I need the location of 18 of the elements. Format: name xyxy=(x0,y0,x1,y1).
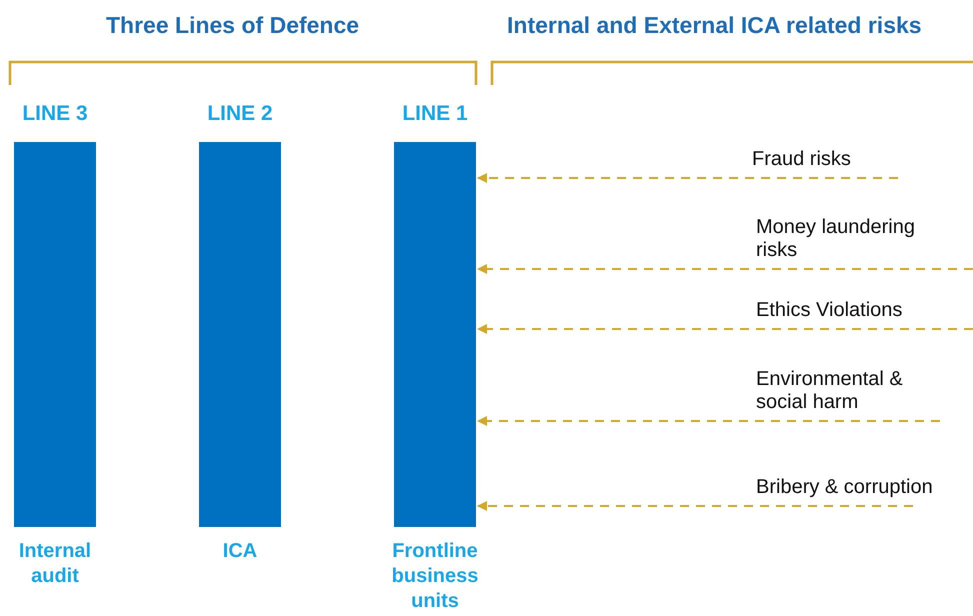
edge-label: Environmental & social harm xyxy=(756,368,904,414)
arrow xyxy=(477,501,913,511)
line-heading: LINE 2 xyxy=(206,102,274,126)
column-caption: Frontline business units xyxy=(390,539,480,614)
section-heading: Three Lines of Defence xyxy=(106,12,360,39)
line-heading: LINE 3 xyxy=(21,102,89,126)
edge-label: Bribery & corruption xyxy=(756,476,934,499)
arrow xyxy=(477,264,973,274)
edge-label: Money laundering risks xyxy=(756,216,916,262)
column-caption: ICA xyxy=(222,539,258,564)
arrow xyxy=(477,173,898,183)
arrow xyxy=(477,416,940,426)
section-heading: Internal and External ICA related risks xyxy=(507,12,922,39)
line-heading: LINE 1 xyxy=(401,102,469,126)
column-caption: Internal audit xyxy=(18,539,92,589)
arrow xyxy=(477,324,973,334)
edge-label: Ethics Violations xyxy=(756,299,904,322)
edge-label: Fraud risks xyxy=(752,148,852,171)
